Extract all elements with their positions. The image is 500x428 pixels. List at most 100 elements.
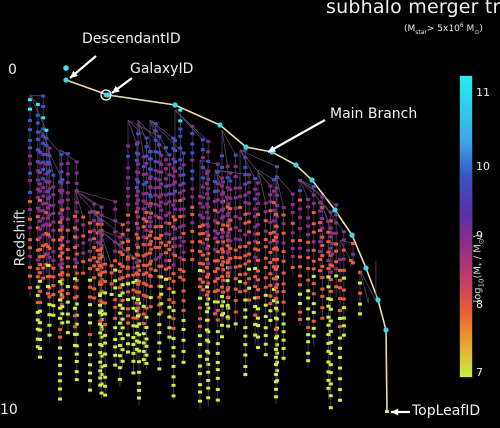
branch-link	[149, 119, 174, 139]
tree-node	[341, 316, 346, 320]
tree-node	[73, 332, 77, 336]
tree-node	[38, 182, 42, 186]
tree-node	[81, 271, 86, 275]
tree-node	[60, 278, 65, 282]
tree-node	[247, 252, 252, 256]
tree-node	[41, 127, 46, 131]
tree-node	[338, 377, 342, 381]
tree-node	[148, 251, 152, 255]
tree-node	[58, 387, 62, 391]
tree-node	[51, 304, 56, 308]
tree-node	[358, 270, 362, 274]
tree-node	[173, 218, 177, 222]
tree-node	[281, 356, 286, 360]
tree-node	[35, 248, 40, 252]
tree-node	[213, 199, 217, 203]
tree-node	[247, 191, 252, 195]
tree-node	[256, 241, 260, 245]
tree-node	[35, 102, 40, 106]
tree-node	[88, 388, 92, 392]
tree-node	[38, 170, 42, 174]
tree-node	[164, 243, 169, 247]
tree-node	[298, 246, 302, 250]
tree-node	[144, 210, 149, 214]
tree-node	[51, 284, 56, 288]
tree-node	[137, 370, 142, 374]
tree-node	[290, 247, 295, 251]
tree-node	[103, 270, 108, 274]
tree-node	[271, 208, 276, 212]
tree-node	[59, 266, 64, 270]
tree-node	[88, 285, 92, 289]
tree-node	[58, 290, 62, 294]
tree-node	[120, 283, 125, 287]
tree-node	[134, 260, 139, 264]
tree-node	[159, 292, 164, 296]
tree-node	[51, 185, 56, 189]
tree-node	[256, 201, 260, 205]
top-leaf-node	[385, 410, 389, 413]
tree-node	[243, 365, 248, 369]
tree-node	[281, 213, 286, 217]
tree-node	[144, 136, 149, 140]
tree-node	[58, 397, 62, 401]
tree-node	[220, 216, 224, 220]
tree-node	[173, 236, 177, 240]
tree-node	[136, 198, 140, 202]
tree-node	[215, 182, 220, 186]
tree-node	[243, 182, 248, 186]
tree-node	[131, 371, 136, 375]
branch-link	[359, 269, 377, 301]
tree-node	[113, 259, 118, 263]
tree-node	[263, 238, 268, 242]
tree-node	[60, 312, 65, 316]
tree-node	[198, 285, 202, 289]
tree-node	[326, 349, 331, 353]
tree-node	[213, 269, 217, 273]
tree-node	[41, 233, 46, 237]
tree-node	[58, 247, 62, 251]
tree-node	[274, 204, 279, 208]
tree-node	[131, 266, 136, 270]
tree-node	[144, 145, 149, 149]
tree-node	[126, 265, 130, 269]
tree-node	[190, 158, 195, 162]
tree-node	[181, 240, 186, 244]
tree-node	[98, 264, 102, 268]
tree-node	[215, 360, 220, 364]
tree-node	[238, 280, 242, 284]
tree-node	[268, 272, 273, 276]
tree-node	[215, 376, 220, 380]
tree-node	[103, 312, 108, 316]
tree-node	[326, 304, 331, 308]
tree-node	[243, 353, 248, 357]
tree-node	[247, 298, 252, 302]
tree-node	[28, 200, 32, 204]
tree-node	[134, 194, 139, 198]
tree-node	[341, 297, 346, 301]
tree-node	[144, 306, 149, 310]
tree-node	[171, 317, 176, 321]
tree-node	[181, 289, 186, 293]
tree-node	[274, 351, 279, 355]
tree-node	[126, 273, 130, 277]
tree-node	[334, 231, 339, 235]
tree-node	[253, 197, 258, 201]
tree-node	[320, 216, 325, 220]
tree-node	[134, 316, 139, 320]
tree-node	[281, 282, 286, 286]
tree-node	[58, 328, 62, 332]
tree-node	[225, 295, 230, 299]
tree-node	[41, 177, 46, 181]
colorbar-tick-10: 10	[476, 160, 490, 173]
tree-node	[148, 211, 153, 215]
tree-node	[58, 211, 62, 215]
tree-node	[51, 313, 56, 317]
tree-node	[274, 380, 278, 384]
tree-node	[215, 240, 220, 244]
branch-link	[29, 94, 47, 131]
tree-node	[198, 249, 202, 253]
main-branch-node	[243, 144, 249, 150]
tree-node	[338, 316, 342, 320]
